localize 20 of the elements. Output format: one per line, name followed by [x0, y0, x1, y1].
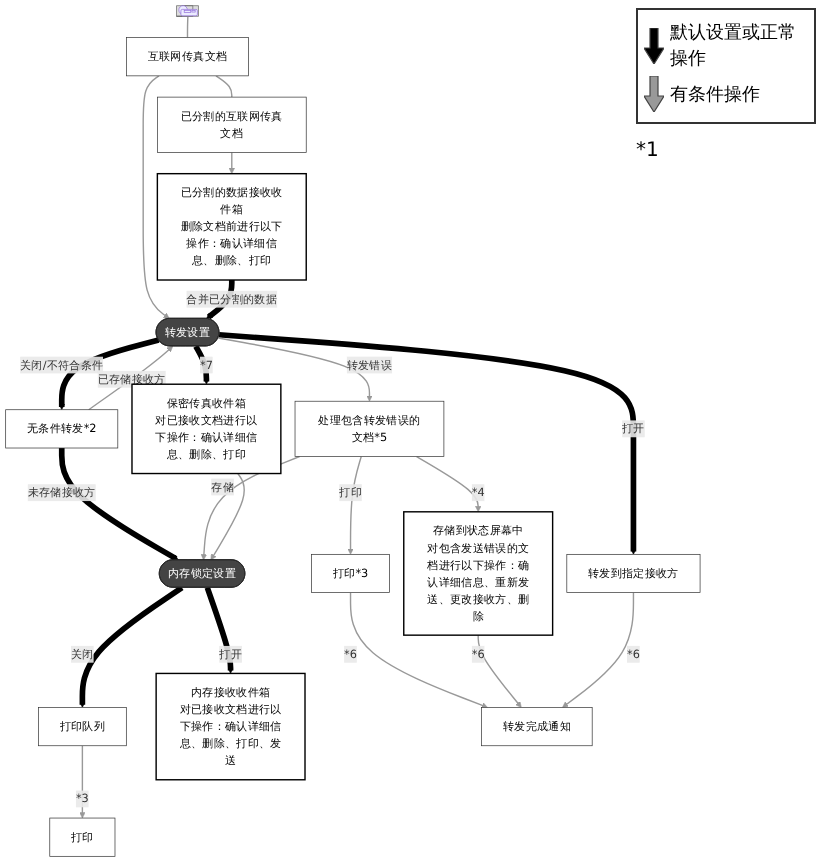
arrow — [204, 586, 234, 674]
arrow — [562, 591, 635, 708]
footnote-mark: *1 — [636, 140, 661, 162]
legend-text: 默认设置或正常操作 — [670, 21, 798, 72]
arrow — [79, 745, 86, 819]
arrow — [88, 346, 174, 411]
arrow — [415, 455, 482, 513]
arrow — [193, 344, 210, 385]
arrow — [228, 151, 235, 174]
arrow — [58, 448, 179, 562]
connector — [186, 15, 189, 39]
arrow — [349, 591, 488, 709]
legend-text: 有条件操作 — [670, 83, 760, 107]
connector — [215, 75, 233, 98]
arrow — [217, 337, 373, 402]
arrow — [218, 331, 637, 555]
arrow — [347, 455, 362, 555]
arrow — [210, 472, 246, 561]
arrow — [79, 585, 184, 708]
arrow — [477, 634, 522, 708]
